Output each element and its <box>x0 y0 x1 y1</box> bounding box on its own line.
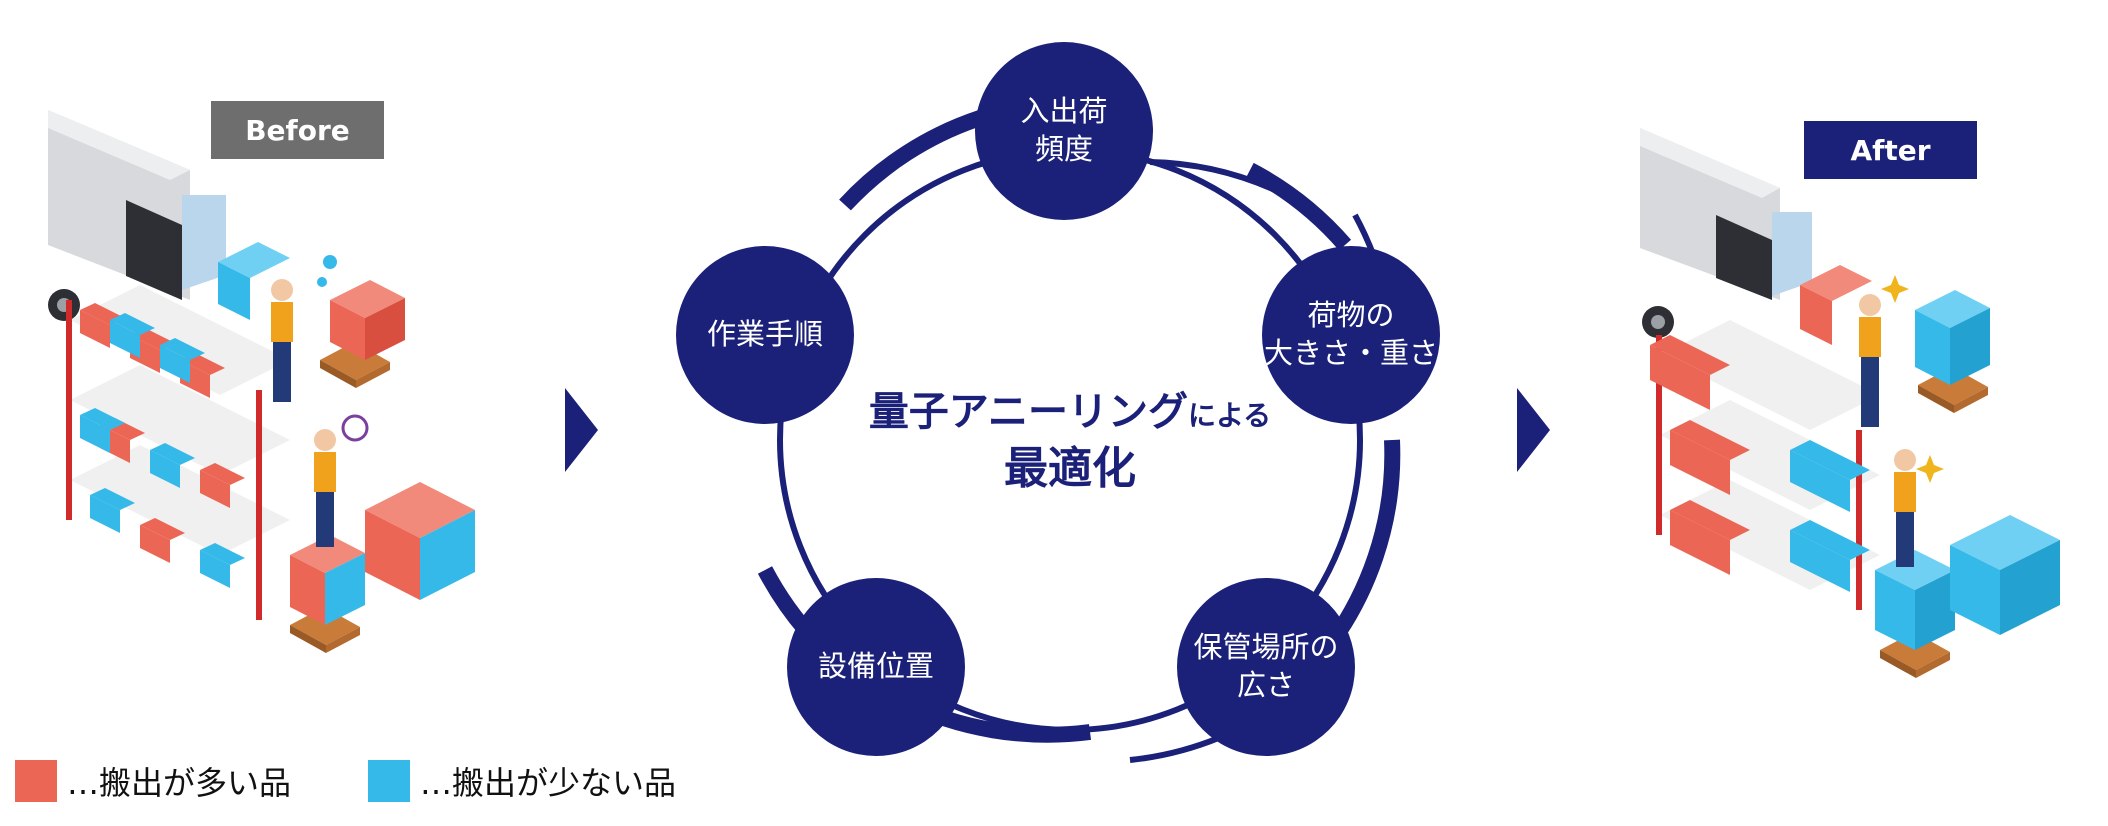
arrow-right-icon <box>565 388 598 472</box>
node-frequency: 入出荷 頻度 <box>975 42 1153 220</box>
center-title-suffix: による <box>1188 399 1272 432</box>
center-title: 量子アニーリングによる 最適化 <box>840 385 1300 498</box>
before-label: Before <box>211 101 384 159</box>
node-equipment-position: 設備位置 <box>787 578 965 756</box>
truck-illustration <box>1640 128 1812 338</box>
box-stacks <box>290 280 475 653</box>
legend-item-low-outbound: …搬出が少ない品 <box>368 758 676 804</box>
node-storage-area: 保管場所の 広さ <box>1177 578 1355 756</box>
before-warehouse-illustration <box>48 110 475 653</box>
legend-label: …搬出が少ない品 <box>420 764 677 802</box>
center-title-line2: 最適化 <box>1004 443 1136 494</box>
box-stacks <box>1875 290 2060 678</box>
arrow-right-icon <box>1517 388 1550 472</box>
after-label: After <box>1804 121 1977 179</box>
after-warehouse-illustration <box>1640 128 2060 678</box>
legend-label: …搬出が多い品 <box>67 764 292 802</box>
node-cargo-size-weight: 荷物の 大きさ・重さ <box>1262 246 1440 424</box>
truck-illustration <box>48 110 226 321</box>
legend-swatch-blue <box>368 760 410 802</box>
legend-item-high-outbound: …搬出が多い品 <box>15 758 291 804</box>
shelf-rack <box>66 285 290 620</box>
worker-figures <box>218 242 369 547</box>
shelf-rack <box>1650 320 1880 610</box>
center-title-main: 量子アニーリング <box>868 389 1189 435</box>
legend-swatch-red <box>15 760 57 802</box>
node-work-procedure: 作業手順 <box>676 246 854 424</box>
worker-figures <box>1800 265 1944 567</box>
